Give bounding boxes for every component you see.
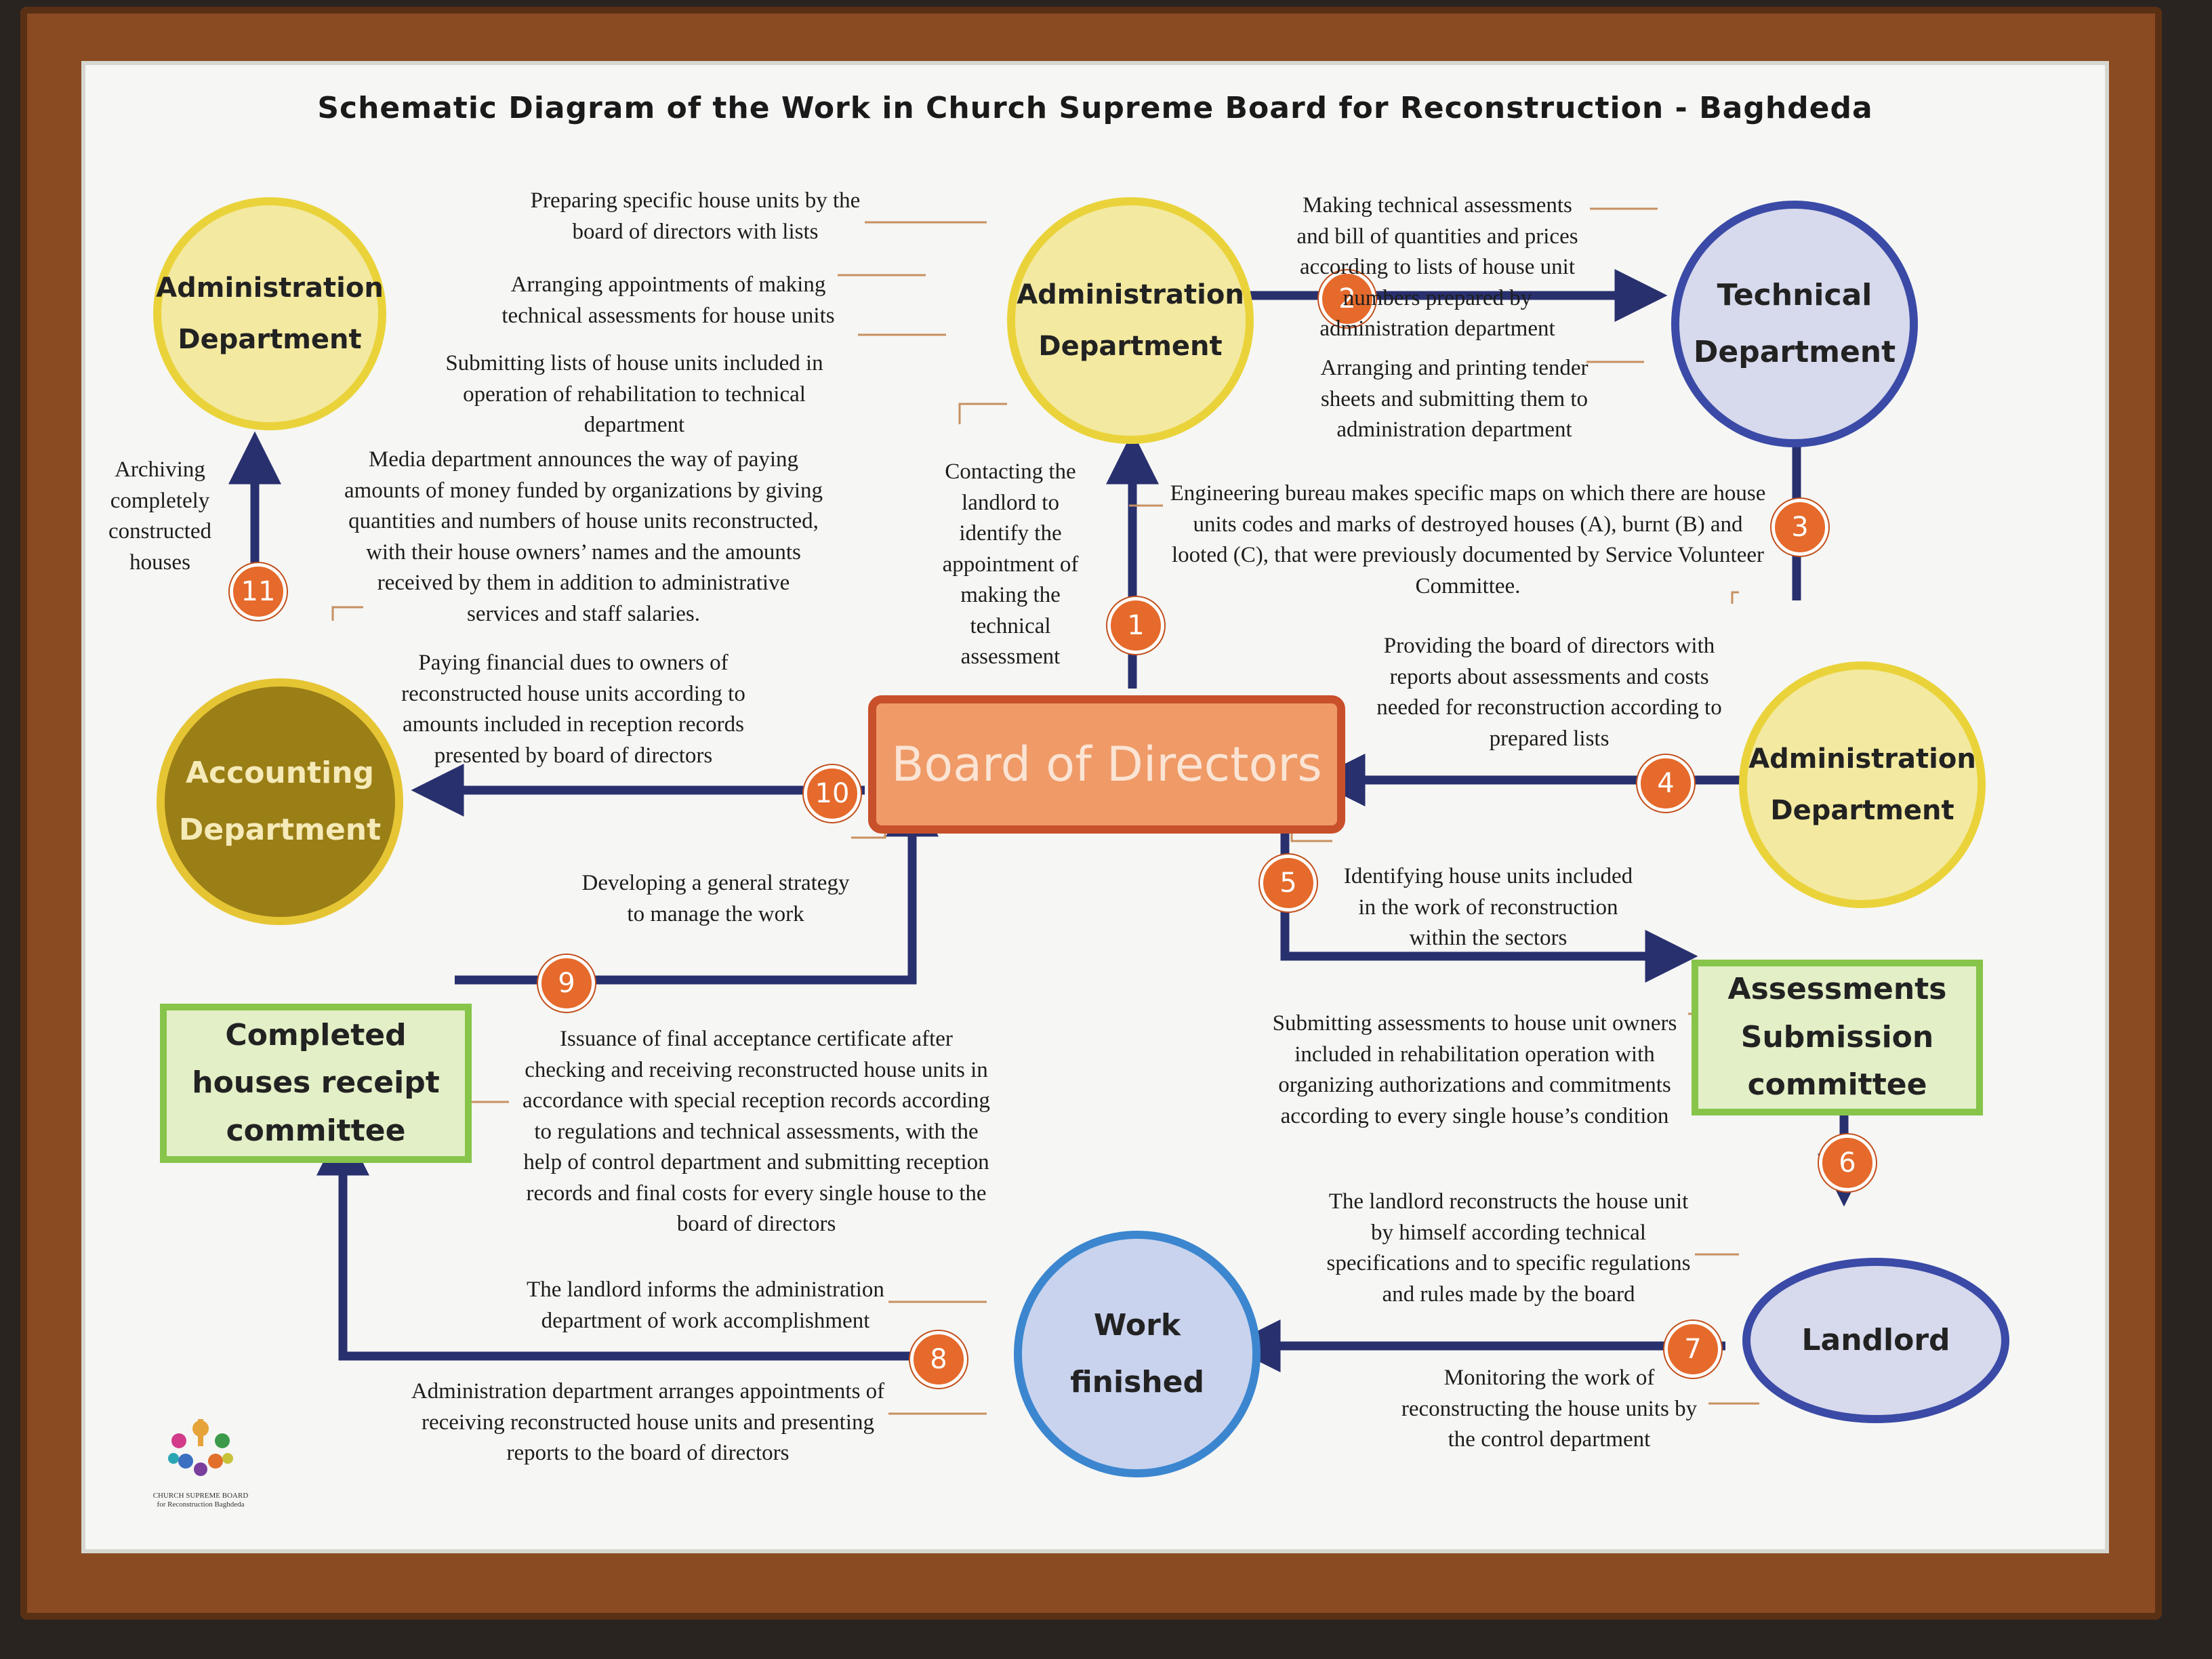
admin-dept-right-node: Administration Department — [1739, 661, 1986, 908]
note-making-assessments: Making technical assessments and bill of… — [1296, 193, 1578, 342]
node-label: Board of Directors — [891, 737, 1322, 792]
note-informs: The landlord informs the administration … — [527, 1277, 884, 1333]
note-paying: Paying financial dues to owners of recon… — [401, 651, 745, 768]
note-arranging-appointments: Arranging appointments of making technic… — [501, 272, 835, 328]
leader-contacting — [958, 403, 1007, 424]
logo-icon — [168, 1419, 233, 1476]
note-arranges-receiving: Administration department arranges appoi… — [411, 1379, 885, 1466]
note-contacting: Contacting the landlord to identify the … — [942, 459, 1079, 670]
step-badge-6: 6 — [1819, 1134, 1876, 1191]
step-badge-2: 2 — [1319, 270, 1376, 327]
logo-text-2: for Reconstruction Baghdeda — [157, 1500, 245, 1509]
step-badge-11: 11 — [230, 563, 287, 620]
node-label: houses receipt — [192, 1065, 440, 1101]
admin-dept-top-node: Administration Department — [1007, 197, 1254, 444]
node-label: Department — [1038, 331, 1223, 362]
step-badge-1: 1 — [1107, 597, 1164, 654]
node-label: Administration — [1748, 743, 1976, 775]
note-engineering: Engineering bureau makes specific maps o… — [1170, 481, 1766, 598]
organization-logo: CHURCH SUPREME BOARD for Reconstruction … — [146, 1414, 255, 1509]
leader-providing — [1731, 591, 1739, 604]
node-label: Technical — [1717, 278, 1872, 313]
arrow-8 — [316, 1122, 933, 1361]
node-label: Administration — [1017, 279, 1244, 310]
node-label: Landlord — [1801, 1323, 1950, 1358]
note-monitoring: Monitoring the work of reconstructing th… — [1401, 1366, 1698, 1452]
step-badge-5: 5 — [1260, 855, 1317, 912]
note-tender-sheets: Arranging and printing tender sheets and… — [1320, 356, 1589, 443]
note-issuance: Issuance of final acceptance certificate… — [523, 1027, 990, 1237]
note-providing: Providing the board of directors with re… — [1376, 634, 1722, 751]
node-label: finished — [1070, 1365, 1204, 1399]
node-label: Completed — [225, 1017, 407, 1052]
note-archiving: Archiving completely constructed houses — [108, 457, 212, 575]
step-badge-10: 10 — [804, 765, 861, 822]
admin-dept-left-node: Administration Department — [153, 197, 386, 430]
logo-text-1: CHURCH SUPREME BOARD — [152, 1492, 249, 1500]
node-label: committee — [226, 1113, 406, 1148]
node-label: Submission — [1740, 1019, 1934, 1054]
note-submitting-lists: Submitting lists of house units included… — [445, 351, 823, 438]
node-label: Work — [1093, 1308, 1181, 1343]
assessments-committee-node: Assessments Submission committee — [1692, 960, 1983, 1115]
work-finished-node: Work finished — [1014, 1231, 1261, 1477]
node-label: committee — [1747, 1067, 1927, 1103]
note-identifying: Identifying house units included in the … — [1343, 864, 1633, 951]
note-strategy: Developing a general strategy to manage … — [581, 871, 850, 926]
node-label: Department — [1693, 335, 1896, 369]
step-badge-3: 3 — [1771, 499, 1828, 556]
step-badge-8: 8 — [910, 1331, 967, 1388]
landlord-node: Landlord — [1742, 1258, 2009, 1423]
diagram-title: Schematic Diagram of the Work in Church … — [317, 91, 1873, 125]
diagram-board: Schematic Diagram of the Work in Church … — [81, 61, 2109, 1553]
node-label: Accounting — [185, 756, 375, 791]
technical-dept-node: Technical Department — [1671, 201, 1918, 447]
node-label: Administration — [156, 272, 384, 304]
leader-paying — [331, 606, 363, 621]
accounting-dept-node: Accounting Department — [157, 678, 403, 925]
step-badge-9: 9 — [538, 955, 595, 1012]
connector-layer — [199, 207, 1870, 1415]
node-label: Department — [178, 813, 382, 847]
arrow-9 — [455, 783, 939, 985]
step-badge-7: 7 — [1664, 1321, 1721, 1378]
note-landlord-reconstructs: The landlord reconstructs the house unit… — [1326, 1189, 1691, 1307]
completed-houses-committee-node: Completed houses receipt committee — [160, 1004, 472, 1163]
node-label: Assessments — [1727, 972, 1947, 1007]
step-badge-4: 4 — [1637, 755, 1694, 812]
note-submitting-assessments: Submitting assessments to house unit own… — [1272, 1011, 1677, 1128]
board-of-directors-node: Board of Directors — [868, 695, 1345, 834]
note-preparing: Preparing specific house units by the bo… — [530, 188, 861, 244]
note-media: Media department announces the way of pa… — [344, 447, 823, 626]
node-label: Department — [1770, 795, 1954, 826]
node-label: Department — [178, 324, 362, 355]
